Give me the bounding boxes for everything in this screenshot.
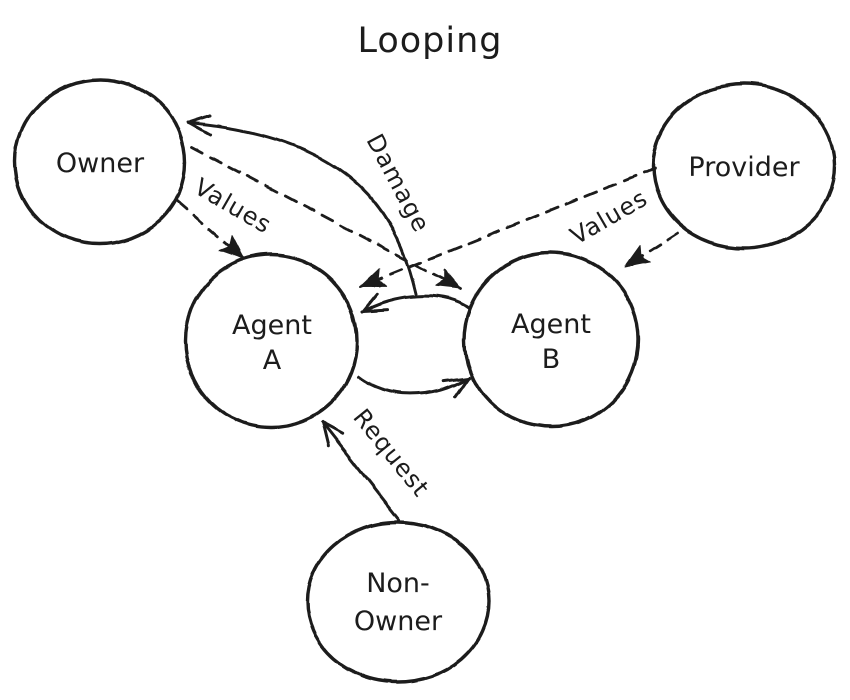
values-label-left: Values: [189, 173, 276, 239]
edge-request-non-owner-to-agent-a: [320, 420, 401, 522]
edge-agent-b-to-agent-a: [360, 292, 471, 314]
edge-owner-values-to-agent-a: [175, 199, 246, 261]
agent-b-label-line2: B: [542, 344, 561, 375]
agent-b-label-line1: Agent: [511, 309, 591, 340]
damage-label: Damage: [361, 129, 436, 237]
edge-agent-a-to-agent-b: [356, 375, 471, 398]
edge-damage-to-owner: [186, 114, 418, 296]
provider-label: Provider: [688, 152, 800, 183]
non-owner-label-line1: Non-: [366, 568, 430, 599]
edge-provider-values-to-agent-b: [623, 231, 680, 269]
values-label-right: Values: [565, 184, 652, 250]
edge-provider-to-agent-a: [359, 166, 657, 288]
non-owner-label-line2: Owner: [354, 606, 443, 637]
diagram-title: Looping: [357, 21, 502, 61]
agent-b-node: [462, 251, 640, 429]
request-label: Request: [347, 404, 435, 503]
provider-node: [651, 82, 837, 250]
non-owner-node: [305, 520, 491, 684]
agent-a-label-line2: A: [263, 345, 282, 376]
agent-a-label-line1: Agent: [232, 310, 312, 341]
agent-a-node: [183, 253, 359, 429]
owner-node: [13, 78, 187, 246]
owner-label: Owner: [56, 148, 145, 179]
